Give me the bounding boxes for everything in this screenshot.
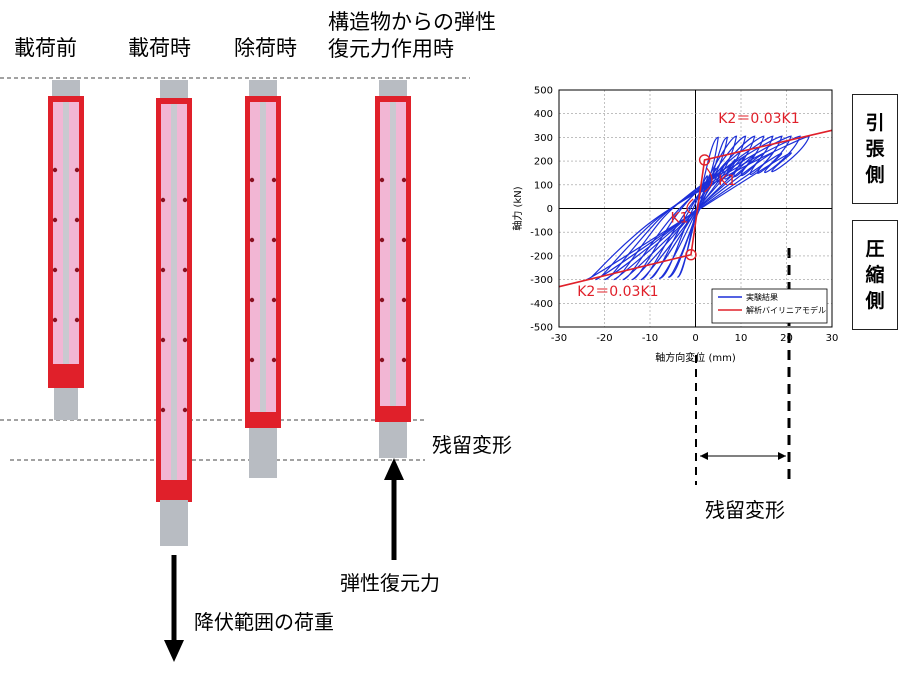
x-axis-label: 軸方向変位 (mm) — [655, 351, 736, 364]
chart-annotation: K2＝0.03K1 — [718, 111, 799, 127]
y-tick-label: -200 — [530, 251, 553, 262]
x-tick-label: -30 — [551, 333, 567, 344]
chart-series — [558, 129, 833, 288]
x-tick-label: -10 — [642, 333, 658, 344]
tension-char-2: 張 — [865, 138, 885, 160]
y-tick-label: 200 — [534, 157, 553, 168]
x-tick-label: 10 — [735, 333, 748, 344]
brace-unloading — [245, 80, 281, 478]
tension-char-1: 引 — [865, 112, 885, 134]
legend-entry: 実験結果 — [746, 292, 778, 302]
residual-deformation-label-right: 残留変形 — [705, 498, 785, 522]
bilinear-model-line — [558, 129, 833, 288]
compression-char-2: 縮 — [865, 264, 885, 286]
experimental-loop — [631, 135, 765, 281]
residual-deformation-markers — [695, 248, 791, 485]
yield-load-label: 降伏範囲の荷重 — [194, 610, 334, 634]
y-tick-label: -500 — [530, 323, 553, 334]
k1-angle-arc — [686, 198, 694, 214]
compression-char-1: 圧 — [865, 238, 885, 260]
compression-side-label: 圧 縮 側 — [852, 220, 898, 330]
brace-restoring-force — [375, 80, 411, 458]
legend-entry: 解析バイリニアモデル — [746, 305, 826, 315]
x-tick-label: -20 — [596, 333, 612, 344]
y-tick-label: 300 — [534, 133, 553, 144]
stage-label-loading: 載荷時 — [128, 36, 191, 60]
x-tick-label: 20 — [780, 333, 793, 344]
stage-label-restoring-line2: 復元力作用時 — [328, 37, 454, 61]
y-tick-label: 500 — [534, 86, 553, 97]
x-tick-label: 30 — [826, 333, 839, 344]
y-tick-label: 400 — [534, 109, 553, 120]
stage-label-unloading: 除荷時 — [234, 36, 297, 60]
tension-char-3: 側 — [865, 164, 885, 186]
chart-annotation: K1 — [718, 173, 736, 189]
y-axis-label: 軸力 (kN) — [511, 186, 524, 230]
yield-point-marker — [685, 249, 697, 261]
residual-deformation-label-left: 残留変形 — [432, 433, 512, 457]
legend-box — [711, 288, 828, 324]
x-tick-label: 0 — [692, 333, 698, 344]
experimental-loop — [586, 135, 811, 281]
yield-load-arrow — [164, 555, 184, 662]
chart-annotation: K1 — [670, 211, 688, 227]
plot-frame — [558, 89, 833, 328]
restoring-force-arrow — [384, 458, 404, 560]
y-tick-label: 100 — [534, 180, 553, 191]
yield-point-marker — [698, 154, 711, 166]
y-tick-label: -400 — [530, 299, 553, 310]
chart-annotation: K2＝0.03K1 — [577, 284, 658, 300]
y-tick-label: -100 — [530, 228, 553, 239]
tension-side-label: 引 張 側 — [852, 94, 898, 204]
k1-angle-arc — [704, 167, 713, 193]
y-tick-label: 0 — [547, 204, 553, 215]
y-tick-label: -300 — [530, 275, 553, 286]
brace-during-loading — [156, 80, 192, 546]
experimental-loop — [595, 135, 801, 281]
stage-label-restoring-line1: 構造物からの弾性 — [328, 10, 496, 34]
stage-label-before: 載荷前 — [14, 36, 77, 60]
brace-before-loading — [48, 80, 84, 420]
restoring-force-label: 弾性復元力 — [340, 571, 440, 595]
compression-char-3: 側 — [865, 290, 885, 312]
